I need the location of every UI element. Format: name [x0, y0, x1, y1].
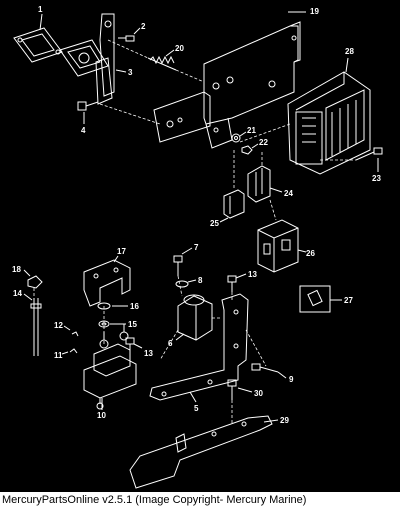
part-10-solenoid-switch — [83, 324, 137, 410]
part-3-bracket — [95, 13, 115, 105]
label-27: 27 — [344, 296, 353, 305]
label-2: 2 — [141, 22, 146, 31]
label-29: 29 — [280, 416, 289, 425]
label-4: 4 — [81, 126, 86, 135]
part-5-bracket — [149, 293, 249, 401]
label-24: 24 — [284, 189, 293, 198]
label-28: 28 — [345, 47, 354, 56]
part-20-stud — [147, 55, 177, 71]
label-14: 14 — [13, 289, 22, 298]
label-1: 1 — [38, 5, 43, 14]
part-27-fuse — [299, 285, 331, 313]
label-26: 26 — [306, 249, 315, 258]
part-21-washer — [231, 133, 241, 143]
assembly-guide-lines — [33, 39, 356, 424]
label-22: 22 — [259, 138, 268, 147]
label-3: 3 — [128, 68, 133, 77]
part-2-screw — [118, 35, 135, 42]
label-10: 10 — [97, 411, 106, 420]
part-1-gasket — [13, 27, 109, 77]
label-20: 20 — [175, 44, 184, 53]
label-13-upper: 13 — [248, 270, 257, 279]
part-7-screw — [173, 255, 183, 276]
part-25-connector — [223, 189, 245, 219]
part-24-connector — [247, 165, 271, 203]
part-4-screw — [77, 101, 99, 111]
label-21: 21 — [247, 126, 256, 135]
label-16: 16 — [130, 302, 139, 311]
label-12: 12 — [54, 321, 63, 330]
label-5: 5 — [194, 404, 199, 413]
part-17-bracket — [83, 259, 131, 307]
label-18: 18 — [12, 265, 21, 274]
part-9-screw — [251, 363, 279, 373]
part-28-control-module — [287, 71, 371, 175]
label-7: 7 — [194, 243, 199, 252]
part-13-screw-upper — [227, 275, 237, 292]
label-15: 15 — [128, 320, 137, 329]
part-26-relay — [257, 219, 299, 273]
label-25: 25 — [210, 219, 219, 228]
label-9: 9 — [289, 375, 294, 384]
part-12-clip — [71, 331, 79, 337]
part-8-washer — [175, 280, 189, 288]
part-6-solenoid — [177, 294, 213, 341]
label-11: 11 — [54, 351, 63, 360]
part-30-screw — [227, 379, 237, 400]
copyright-footer: MercuryPartsOnline v2.5.1 (Image Copyrig… — [0, 492, 400, 508]
part-18-nut — [27, 275, 43, 289]
part-14-stud — [30, 298, 42, 356]
part-19-mounting-bracket — [153, 21, 301, 149]
part-23-screw — [355, 147, 383, 161]
label-6: 6 — [168, 339, 173, 348]
part-29-plate — [129, 415, 273, 489]
exploded-parts-diagram: 1 3 2 20 4 19 — [12, 5, 383, 489]
label-23: 23 — [372, 174, 381, 183]
label-13-lower: 13 — [144, 349, 153, 358]
part-11-clip — [69, 348, 78, 354]
label-17: 17 — [117, 247, 126, 256]
part-22-nut — [241, 145, 253, 155]
label-19: 19 — [310, 7, 319, 16]
label-8: 8 — [198, 276, 203, 285]
label-30: 30 — [254, 389, 263, 398]
